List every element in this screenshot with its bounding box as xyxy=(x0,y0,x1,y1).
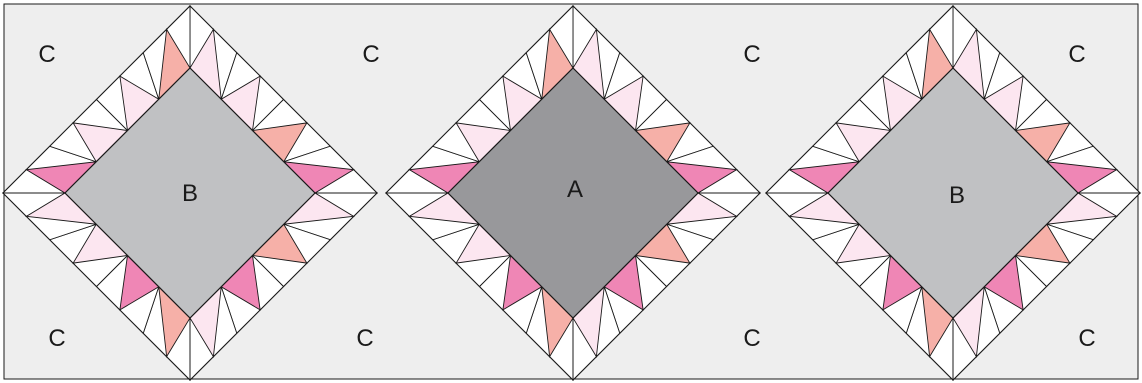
corner-label-c-4: C xyxy=(1068,41,1085,68)
corner-label-c-6: C xyxy=(356,325,373,352)
block-label-2: A xyxy=(567,176,583,203)
corner-label-c-8: C xyxy=(1078,325,1095,352)
corner-label-c-2: C xyxy=(362,41,379,68)
corner-label-c-3: C xyxy=(743,41,760,68)
corner-label-c-5: C xyxy=(48,325,65,352)
corner-label-c-1: C xyxy=(38,41,55,68)
block-label-3: B xyxy=(949,182,965,209)
corner-label-c-7: C xyxy=(743,325,760,352)
block-label-1: B xyxy=(182,180,198,207)
